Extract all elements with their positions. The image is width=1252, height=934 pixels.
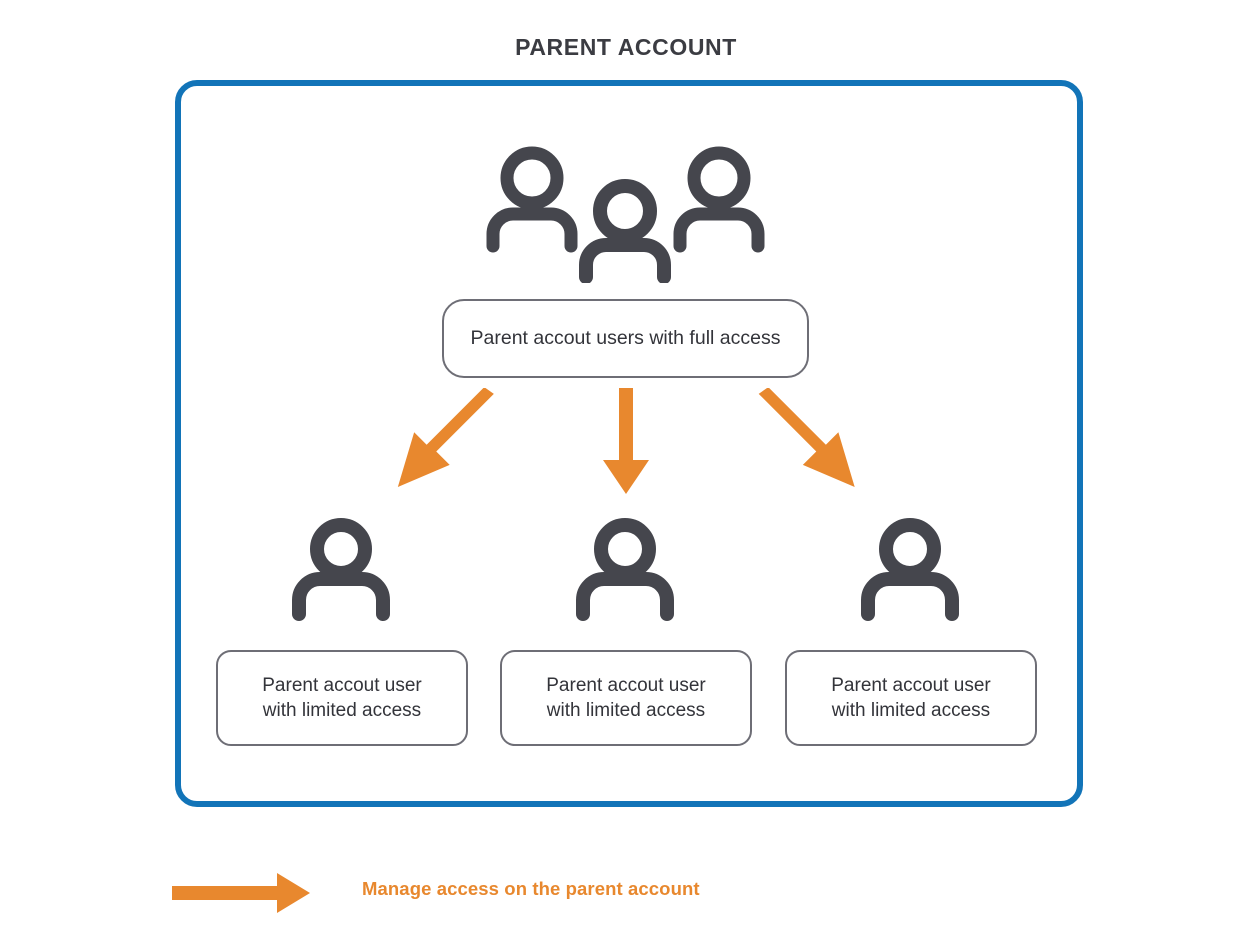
child-node-3-label: Parent accout user with limited access xyxy=(823,673,998,724)
top-node-label: Parent accout users with full access xyxy=(470,326,781,349)
legend: Manage access on the parent account xyxy=(170,866,870,918)
child-node-3-label-line1: Parent accout user xyxy=(831,674,991,696)
arrow-to-child-1-icon xyxy=(390,387,502,493)
child-node-2-label-line2: with limited access xyxy=(546,700,706,721)
child-node-1-label-line2: with limited access xyxy=(262,700,422,721)
arrow-to-child-2-icon xyxy=(596,388,656,498)
legend-label: Manage access on the parent account xyxy=(362,878,700,899)
child-node-3-label-line2: with limited access xyxy=(831,700,991,721)
user-icon xyxy=(289,517,393,621)
arrow-to-child-3-icon xyxy=(755,387,867,493)
page-title: PARENT ACCOUNT xyxy=(515,34,737,60)
right-arrow-icon xyxy=(170,872,312,914)
user-icon xyxy=(573,517,677,621)
child-node-1-label-line1: Parent accout user xyxy=(262,674,422,696)
child-node-2-label-line1: Parent accout user xyxy=(546,674,706,696)
child-node-3-label-box: Parent accout user with limited access xyxy=(785,650,1037,746)
top-node-label-box: Parent accout users with full access xyxy=(442,299,809,378)
user-icon xyxy=(858,517,962,621)
child-node-2-label-box: Parent accout user with limited access xyxy=(500,650,752,746)
users-group-icon xyxy=(479,143,772,284)
child-node-2-label: Parent accout user with limited access xyxy=(538,673,713,724)
child-node-1-label-box: Parent accout user with limited access xyxy=(216,650,468,746)
child-node-1-label: Parent accout user with limited access xyxy=(254,673,429,724)
